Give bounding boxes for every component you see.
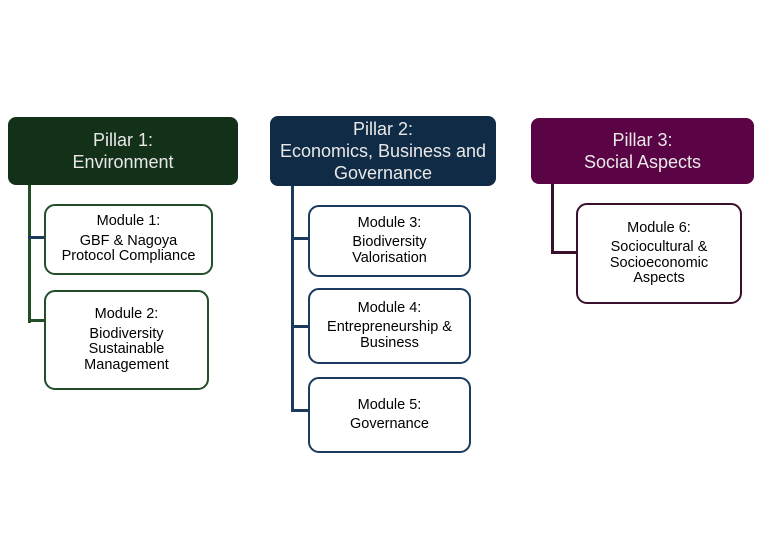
module-4-box: Module 4: Entrepreneurship & Business [308,288,471,364]
pillar-2-connector-stub-module-3 [291,237,309,240]
pillar-3-connector-vertical [551,183,554,254]
module-6-title: Module 6: [627,219,691,236]
pillar-2-connector-stub-module-5 [291,409,309,412]
module-5-box: Module 5: Governance [308,377,471,453]
module-1-title: Module 1: [96,213,161,230]
module-5-title: Module 5: [357,396,422,413]
module-3-body: Biodiversity Valorisation [352,234,427,266]
pillar-2-connector-stub-module-4 [291,325,309,328]
module-2-title: Module 2: [94,306,159,322]
module-3-title: Module 3: [357,214,422,231]
module-2-box: Module 2: Biodiversity Sustainable Manag… [44,290,209,390]
pillar-1-connector-vertical [28,185,31,323]
pillar-2-connector-vertical [291,185,294,412]
module-5-body: Governance [350,416,429,432]
pillar-1-header: Pillar 1: Environment [8,117,238,185]
pillar-3-connector-elbow-module-6 [551,251,577,254]
module-1-box: Module 1: GBF & Nagoya Protocol Complian… [44,204,213,275]
module-1-body: GBF & Nagoya Protocol Compliance [61,232,196,265]
pillar-1-connector-elbow-module-2 [28,319,45,322]
module-4-body: Entrepreneurship & Business [327,319,452,351]
module-6-box: Module 6: Sociocultural & Socioeconomic … [576,203,742,304]
pillar-2-header: Pillar 2: Economics, Business and Govern… [270,116,496,186]
pillar-3-label: Pillar 3: Social Aspects [583,130,702,172]
pillar-1-connector-stub-module-1 [28,236,44,239]
module-2-body: Biodiversity Sustainable Management [84,325,169,373]
pillar-2-label: Pillar 2: Economics, Business and Govern… [279,119,487,183]
module-4-title: Module 4: [357,299,422,316]
pillar-1-label: Pillar 1: Environment [72,130,174,172]
pillar-3-header: Pillar 3: Social Aspects [531,118,754,184]
module-3-box: Module 3: Biodiversity Valorisation [308,205,471,277]
module-6-body: Sociocultural & Socioeconomic Aspects [609,239,709,286]
